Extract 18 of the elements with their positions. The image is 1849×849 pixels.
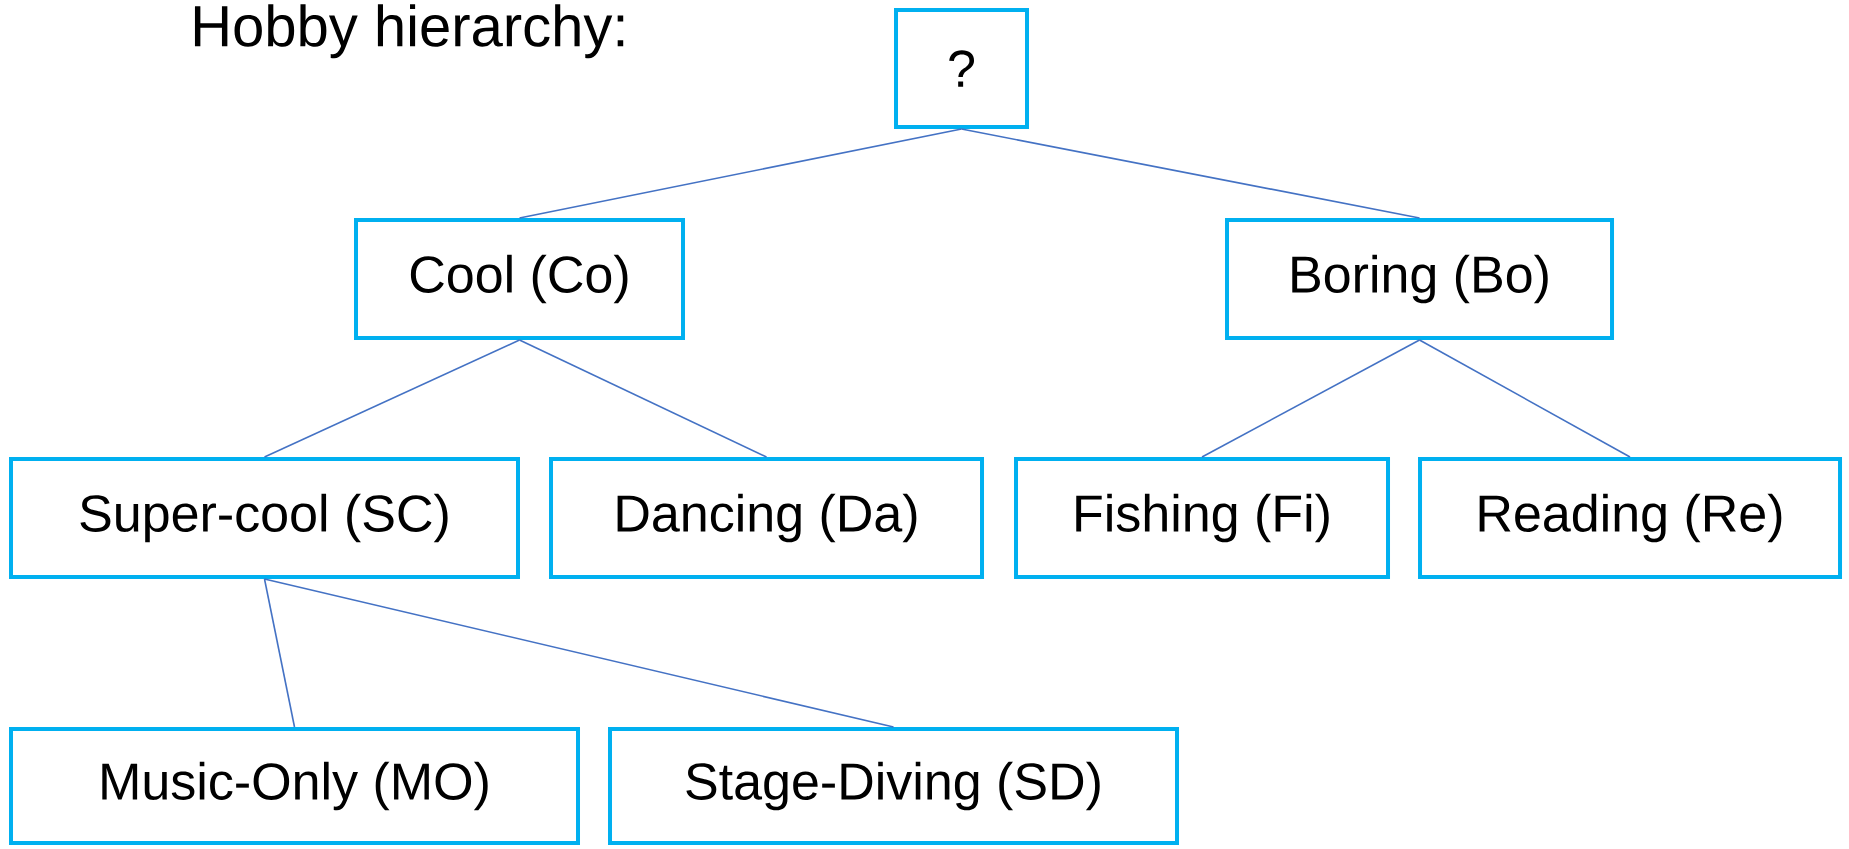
- connector-line: [263, 578, 296, 728]
- connector-line: [518, 128, 963, 219]
- category-box: Stage-Diving (SD): [608, 727, 1179, 845]
- connector-line: [960, 128, 1421, 219]
- category-box: Music-Only (MO): [9, 727, 580, 845]
- category-box: Fishing (Fi): [1014, 457, 1390, 579]
- category-box: ?: [894, 8, 1029, 129]
- connector-line: [1418, 339, 1631, 458]
- connector-line: [263, 339, 521, 458]
- category-box: Cool (Co): [354, 218, 685, 340]
- title: Hobby hierarchy:: [194, 4, 624, 59]
- category-box: Reading (Re): [1418, 457, 1842, 579]
- category-box: Boring (Bo): [1225, 218, 1614, 340]
- connector-line: [518, 339, 768, 458]
- category-box: Super-cool (SC): [9, 457, 520, 579]
- connector-line: [1201, 339, 1421, 458]
- connector-line: [263, 578, 895, 728]
- category-box: Dancing (Da): [549, 457, 984, 579]
